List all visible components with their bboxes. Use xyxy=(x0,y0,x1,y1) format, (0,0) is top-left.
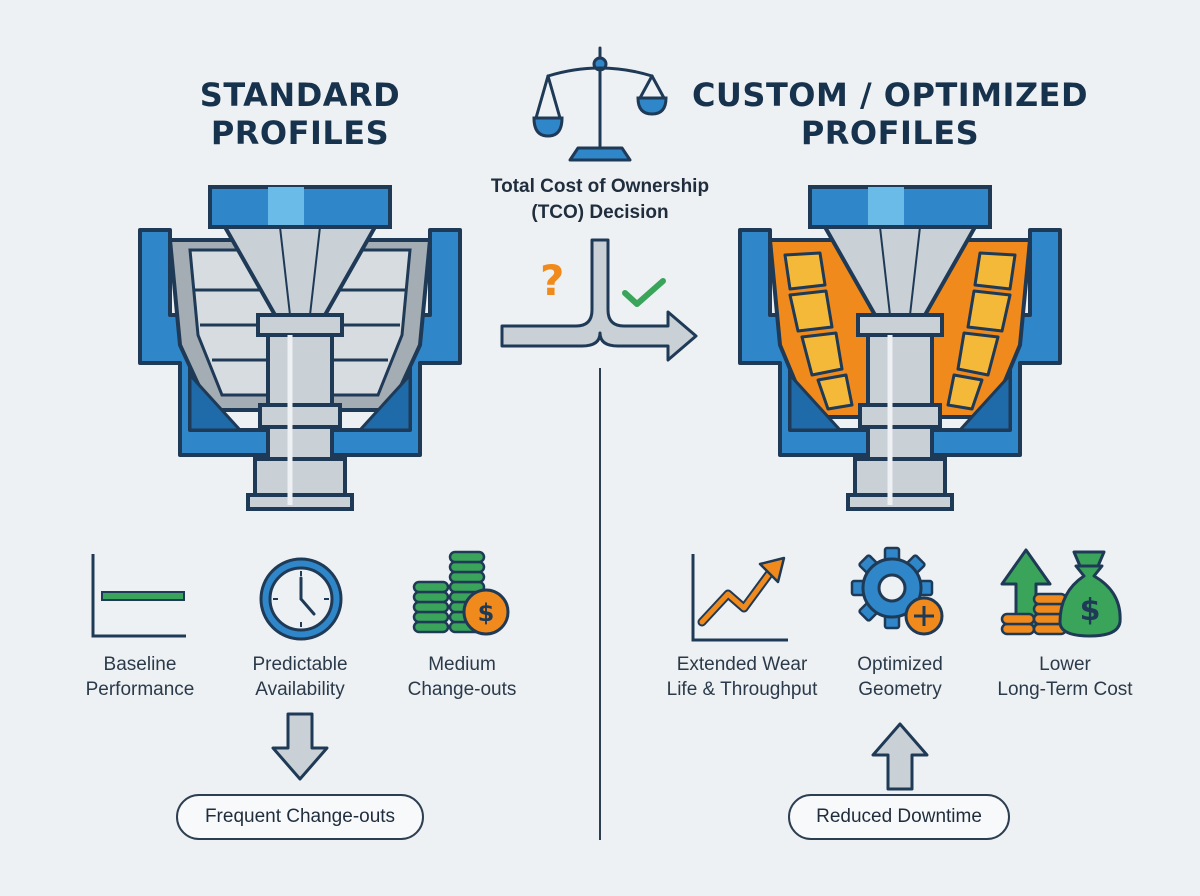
center-divider xyxy=(599,368,601,840)
standard-crusher-illustration xyxy=(138,185,462,511)
money-bag-up-arrow-icon: $ xyxy=(1000,548,1122,638)
svg-text:$: $ xyxy=(1080,593,1101,628)
question-mark-icon: ? xyxy=(540,256,565,305)
gear-plus-icon xyxy=(850,546,944,636)
flat-line-chart-icon xyxy=(91,554,186,638)
balance-scale-icon xyxy=(532,46,668,162)
decision-arrow-icon xyxy=(500,238,698,362)
svg-text:$: $ xyxy=(478,599,495,627)
coin-stacks-dollar-icon: $ xyxy=(412,550,510,636)
tco-decision-label: Total Cost of Ownership (TCO) Decision xyxy=(490,176,710,223)
up-arrow-icon xyxy=(871,722,929,791)
checkmark-icon xyxy=(622,278,666,307)
right-title: CUSTOM / OPTIMIZED PROFILES xyxy=(691,76,1089,152)
rising-line-chart-icon xyxy=(691,554,788,642)
right-outcome-pill: Reduced Downtime xyxy=(788,794,1010,840)
left-outcome-pill: Frequent Change-outs xyxy=(176,794,424,840)
down-arrow-icon xyxy=(271,712,329,781)
clock-icon xyxy=(259,557,343,641)
optimized-crusher-illustration xyxy=(738,185,1062,511)
left-title: STANDARD PROFILES xyxy=(199,76,401,152)
